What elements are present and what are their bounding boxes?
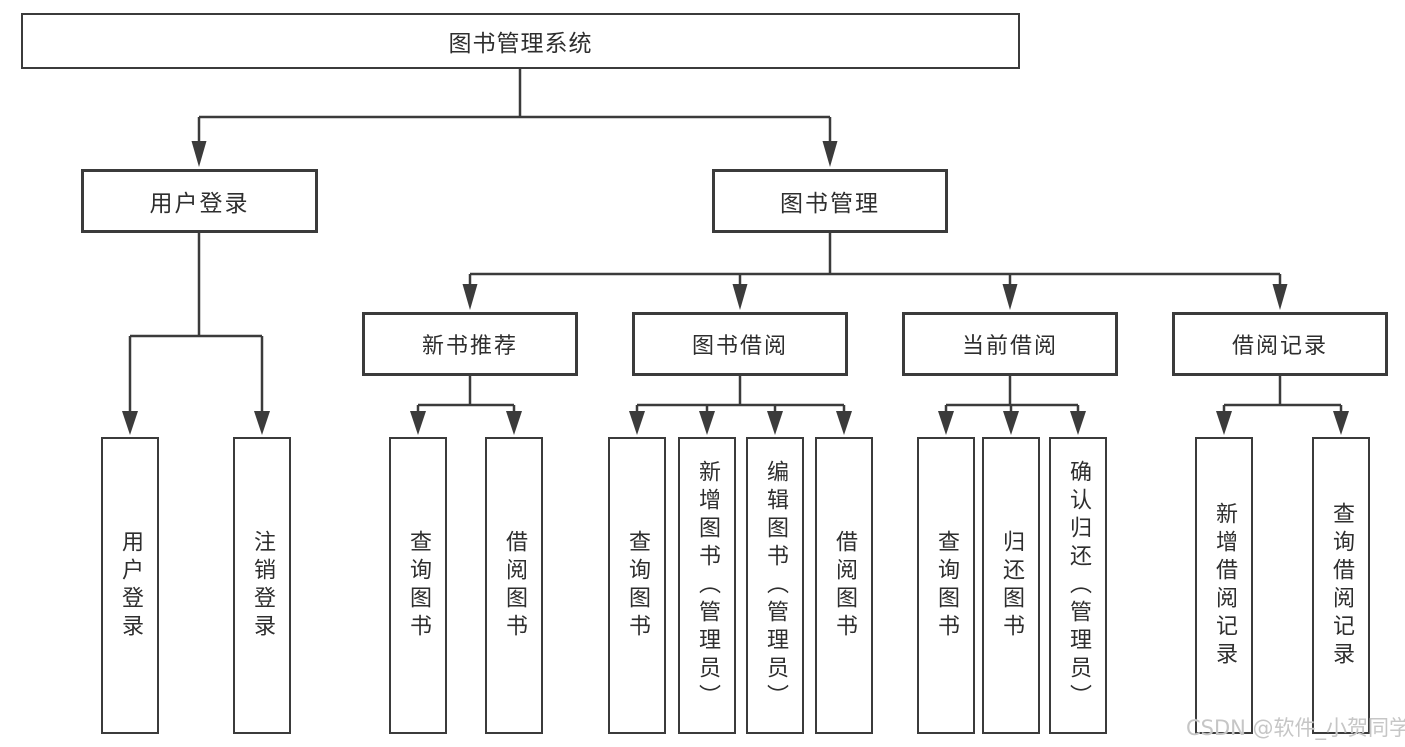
node-borrow-record: 借阅记录 — [1172, 312, 1388, 376]
node-label: 确认归还（管理员） — [1066, 459, 1091, 712]
node-label: 图书管理系统 — [448, 31, 593, 57]
node-current-borrow: 当前借阅 — [902, 312, 1118, 376]
node-label: 新书推荐 — [421, 334, 518, 359]
node-query-book-recommend: 查询图书 — [389, 437, 447, 734]
node-label: 查询图书 — [934, 529, 959, 642]
node-label: 新增借阅记录 — [1212, 501, 1237, 670]
csdn-watermark: CSDN @软件_小贺同学 — [1186, 716, 1405, 740]
node-query-borrow-record: 查询借阅记录 — [1312, 437, 1370, 734]
node-add-borrow-record: 新增借阅记录 — [1195, 437, 1253, 734]
node-label: 图书借阅 — [691, 334, 788, 359]
node-label: 用户登录 — [118, 529, 143, 642]
node-book-borrow: 图书借阅 — [632, 312, 848, 376]
node-label: 借阅记录 — [1231, 334, 1328, 359]
node-edit-book-admin: 编辑图书（管理员） — [746, 437, 804, 734]
node-label: 用户登录 — [149, 191, 250, 217]
node-label: 归还图书 — [999, 529, 1024, 642]
node-library-system: 图书管理系统 — [21, 13, 1020, 69]
node-borrow-book-action: 借阅图书 — [815, 437, 873, 734]
node-book-management: 图书管理 — [712, 169, 948, 233]
node-return-book: 归还图书 — [982, 437, 1040, 734]
node-label: 查询图书 — [625, 529, 650, 642]
node-user-login: 用户登录 — [81, 169, 318, 233]
node-confirm-return-admin: 确认归还（管理员） — [1049, 437, 1107, 734]
node-label: 当前借阅 — [961, 334, 1058, 359]
node-label: 查询借阅记录 — [1329, 501, 1354, 670]
node-label: 借阅图书 — [832, 529, 857, 642]
node-query-book-current: 查询图书 — [917, 437, 975, 734]
node-borrow-book-recommend: 借阅图书 — [485, 437, 543, 734]
node-label: 注销登录 — [250, 529, 275, 642]
node-user-login-action: 用户登录 — [101, 437, 159, 734]
node-logout-action: 注销登录 — [233, 437, 291, 734]
node-label: 借阅图书 — [502, 529, 527, 642]
node-label: 图书管理 — [780, 191, 880, 217]
node-label: 新增图书（管理员） — [695, 459, 720, 712]
node-label: 查询图书 — [406, 529, 431, 642]
node-query-book-borrow: 查询图书 — [608, 437, 666, 734]
node-new-book-recommend: 新书推荐 — [362, 312, 578, 376]
node-label: 编辑图书（管理员） — [763, 459, 788, 712]
node-add-book-admin: 新增图书（管理员） — [678, 437, 736, 734]
